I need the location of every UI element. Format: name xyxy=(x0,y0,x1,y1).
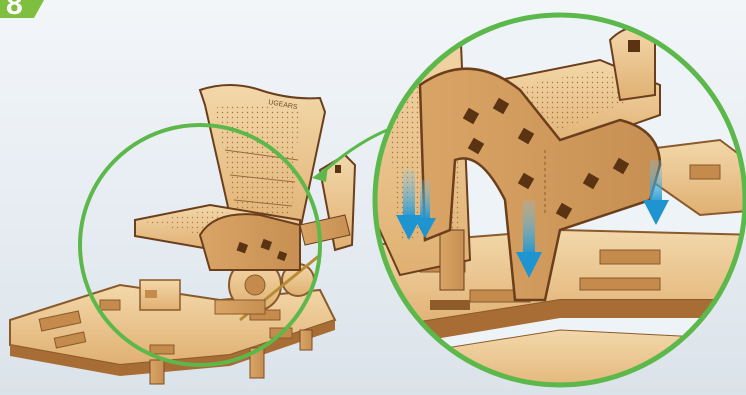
step-number: 8 xyxy=(6,0,23,21)
seat-assembly-model: UGEARS xyxy=(10,85,355,384)
step-badge: 8 xyxy=(0,0,44,21)
